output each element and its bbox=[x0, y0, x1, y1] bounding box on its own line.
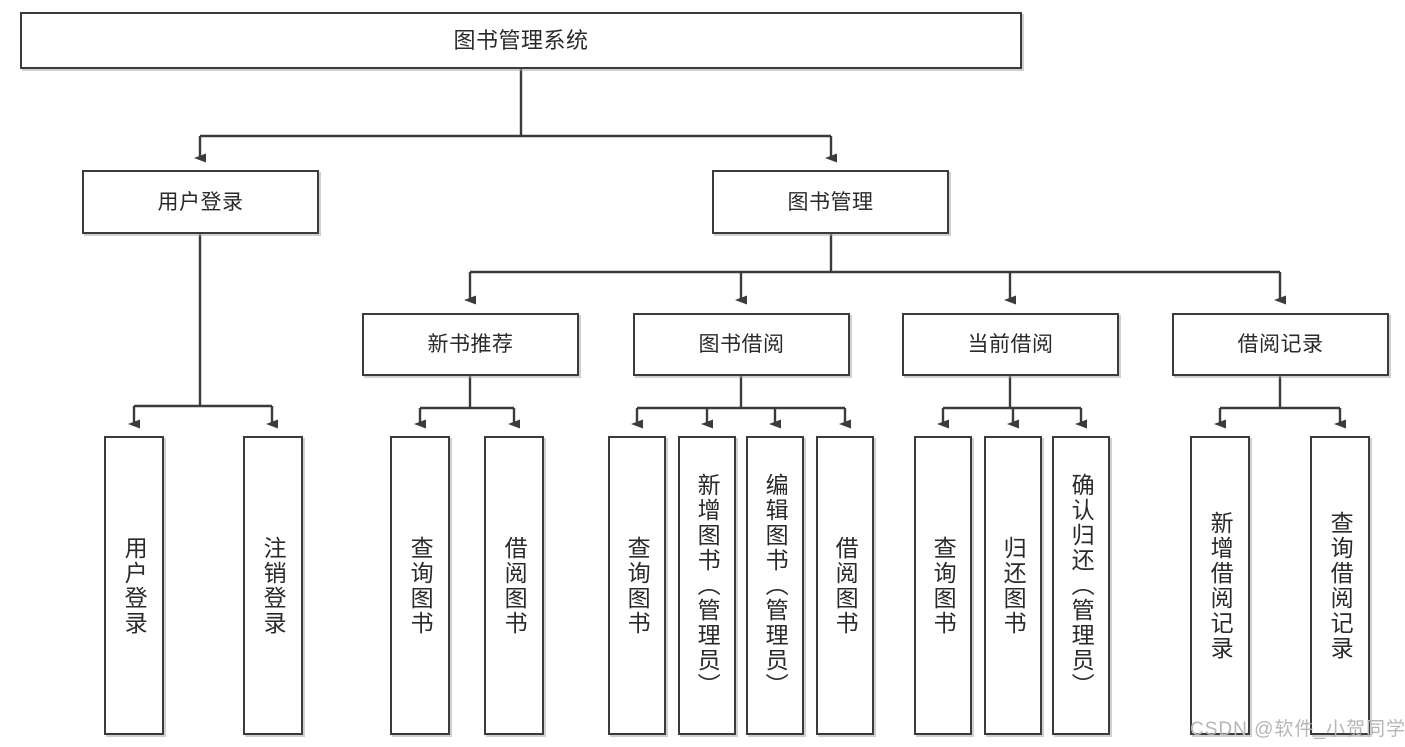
node-borrow-record[interactable]: 借阅记录 bbox=[1172, 313, 1389, 376]
leaf-return-book[interactable]: 归还图书 bbox=[984, 436, 1042, 735]
node-borrow-record-label: 借阅记录 bbox=[1237, 333, 1324, 356]
leaf-query-book-1-label: 查询图书 bbox=[407, 535, 434, 636]
leaf-add-borrow-record-label: 新增借阅记录 bbox=[1207, 510, 1234, 661]
leaf-borrow-book-1[interactable]: 借阅图书 bbox=[484, 436, 544, 735]
leaf-query-book-2[interactable]: 查询图书 bbox=[608, 436, 666, 735]
leaf-borrow-book-2[interactable]: 借阅图书 bbox=[816, 436, 874, 735]
node-book-manage-label: 图书管理 bbox=[787, 190, 874, 214]
leaf-edit-book-admin[interactable]: 编辑图书（管理员） bbox=[746, 436, 804, 735]
leaf-return-book-label: 归还图书 bbox=[1000, 535, 1027, 636]
node-current-borrow[interactable]: 当前借阅 bbox=[902, 313, 1119, 376]
leaf-edit-book-admin-label: 编辑图书（管理员） bbox=[762, 473, 789, 698]
leaf-logout-login-label: 注销登录 bbox=[260, 535, 287, 636]
node-book-manage[interactable]: 图书管理 bbox=[712, 170, 949, 234]
leaf-user-login[interactable]: 用户登录 bbox=[104, 436, 164, 735]
leaf-confirm-return-admin-label: 确认归还（管理员） bbox=[1068, 473, 1095, 698]
leaf-query-book-3[interactable]: 查询图书 bbox=[914, 436, 972, 735]
leaf-borrow-book-1-label: 借阅图书 bbox=[501, 535, 528, 636]
node-user-login-label: 用户登录 bbox=[157, 190, 244, 214]
leaf-borrow-book-2-label: 借阅图书 bbox=[832, 535, 859, 636]
leaf-logout-login[interactable]: 注销登录 bbox=[243, 436, 303, 735]
node-book-borrow[interactable]: 图书借阅 bbox=[633, 313, 850, 376]
leaf-confirm-return-admin[interactable]: 确认归还（管理员） bbox=[1052, 436, 1110, 735]
leaf-query-borrow-record-label: 查询借阅记录 bbox=[1327, 510, 1354, 661]
leaf-add-borrow-record[interactable]: 新增借阅记录 bbox=[1190, 436, 1250, 735]
node-current-borrow-label: 当前借阅 bbox=[967, 333, 1054, 356]
node-root-label: 图书管理系统 bbox=[453, 27, 589, 53]
leaf-user-login-label: 用户登录 bbox=[121, 535, 148, 636]
leaf-add-book-admin-label: 新增图书（管理员） bbox=[694, 473, 721, 698]
node-new-book-recommend[interactable]: 新书推荐 bbox=[362, 313, 579, 376]
node-user-login[interactable]: 用户登录 bbox=[82, 170, 319, 234]
leaf-query-book-2-label: 查询图书 bbox=[624, 535, 651, 636]
node-new-book-recommend-label: 新书推荐 bbox=[427, 333, 514, 356]
leaf-add-book-admin[interactable]: 新增图书（管理员） bbox=[678, 436, 736, 735]
leaf-query-book-1[interactable]: 查询图书 bbox=[390, 436, 450, 735]
leaf-query-borrow-record[interactable]: 查询借阅记录 bbox=[1310, 436, 1370, 735]
node-root[interactable]: 图书管理系统 bbox=[20, 12, 1022, 69]
node-book-borrow-label: 图书借阅 bbox=[698, 333, 785, 356]
leaf-query-book-3-label: 查询图书 bbox=[930, 535, 957, 636]
